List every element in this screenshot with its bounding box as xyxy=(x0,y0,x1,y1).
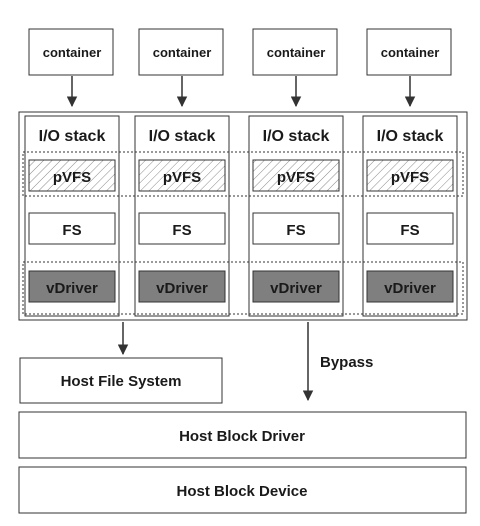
io-stack-title: I/O stack xyxy=(39,128,106,145)
pvfs-layer-band xyxy=(22,151,464,197)
fs-box xyxy=(366,212,454,245)
pvfs-label: pVFS xyxy=(163,169,201,186)
pvfs-label: pVFS xyxy=(277,169,315,186)
pvfs-box xyxy=(28,159,116,192)
vdriver-label: vDriver xyxy=(384,280,436,297)
container-label: container xyxy=(43,45,102,60)
pvfs-box xyxy=(138,159,226,192)
fs-label: FS xyxy=(286,222,305,239)
vdriver-box xyxy=(28,270,116,303)
pvfs-box xyxy=(366,159,454,192)
pvfs-label: pVFS xyxy=(391,169,429,186)
vdriver-box xyxy=(252,270,340,303)
fs-box xyxy=(138,212,226,245)
fs-label: FS xyxy=(172,222,191,239)
fs-label: FS xyxy=(400,222,419,239)
fs-label: FS xyxy=(62,222,81,239)
host-block-driver-label: Host Block Driver xyxy=(179,428,305,445)
container-box xyxy=(252,28,338,76)
container-box xyxy=(28,28,114,76)
vdriver-layer-band xyxy=(22,261,464,315)
io-stack-box xyxy=(362,115,458,317)
io-stack-title: I/O stack xyxy=(149,128,216,145)
container-label: container xyxy=(153,45,212,60)
pvfs-label: pVFS xyxy=(53,169,91,186)
bypass-label: Bypass xyxy=(320,354,373,371)
container-label: container xyxy=(381,45,440,60)
host-block-device-label: Host Block Device xyxy=(177,483,308,500)
host-block-driver-box xyxy=(18,411,467,459)
vdriver-box xyxy=(138,270,226,303)
pvfs-box xyxy=(252,159,340,192)
container-label: container xyxy=(267,45,326,60)
vdriver-label: vDriver xyxy=(46,280,98,297)
fs-box xyxy=(28,212,116,245)
io-stack-title: I/O stack xyxy=(263,128,330,145)
host-file-system-box xyxy=(19,357,223,404)
host-block-device-box xyxy=(18,466,467,514)
fs-box xyxy=(252,212,340,245)
io-stack-title: I/O stack xyxy=(377,128,444,145)
io-stack-box xyxy=(248,115,344,317)
vdriver-label: vDriver xyxy=(270,280,322,297)
vdriver-label: vDriver xyxy=(156,280,208,297)
io-stack-box xyxy=(24,115,120,317)
host-file-system-label: Host File System xyxy=(61,373,182,390)
container-box xyxy=(138,28,224,76)
container-box xyxy=(366,28,452,76)
io-region-border xyxy=(18,111,468,321)
vdriver-box xyxy=(366,270,454,303)
io-stack-box xyxy=(134,115,230,317)
